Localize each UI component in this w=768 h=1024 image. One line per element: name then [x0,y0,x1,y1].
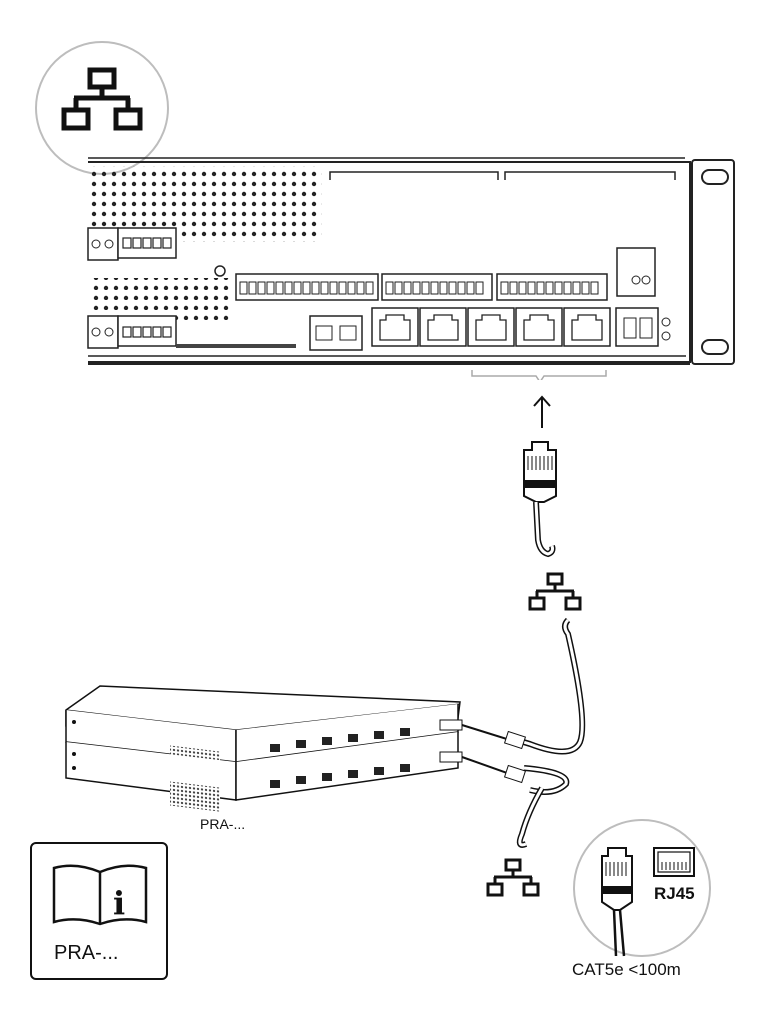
cable-spec-badge: RJ45 [572,818,712,958]
device-panel-drawing [87,157,735,380]
connector-label: RJ45 [654,884,695,903]
rack-units-drawing [60,682,540,812]
svg-text:i: i [113,884,125,922]
rj45-plug-icon [601,847,633,957]
up-arrow-icon [530,394,554,430]
network-icon [486,858,540,898]
rj45-plug-cable [510,440,590,580]
rj45-socket-icon [653,847,695,877]
network-icon-badge [34,40,170,176]
network-cable [430,612,600,852]
manual-label: PRA-... [54,942,119,964]
network-icon [35,41,169,175]
rack-units-label: PRA-... [200,816,246,832]
manual-info-icon: i [52,864,148,926]
manual-box: i PRA-... [30,842,168,980]
network-icon [528,572,582,612]
device-front-panel [0,150,740,380]
cable-spec-label: CAT5e <100m [572,960,681,979]
